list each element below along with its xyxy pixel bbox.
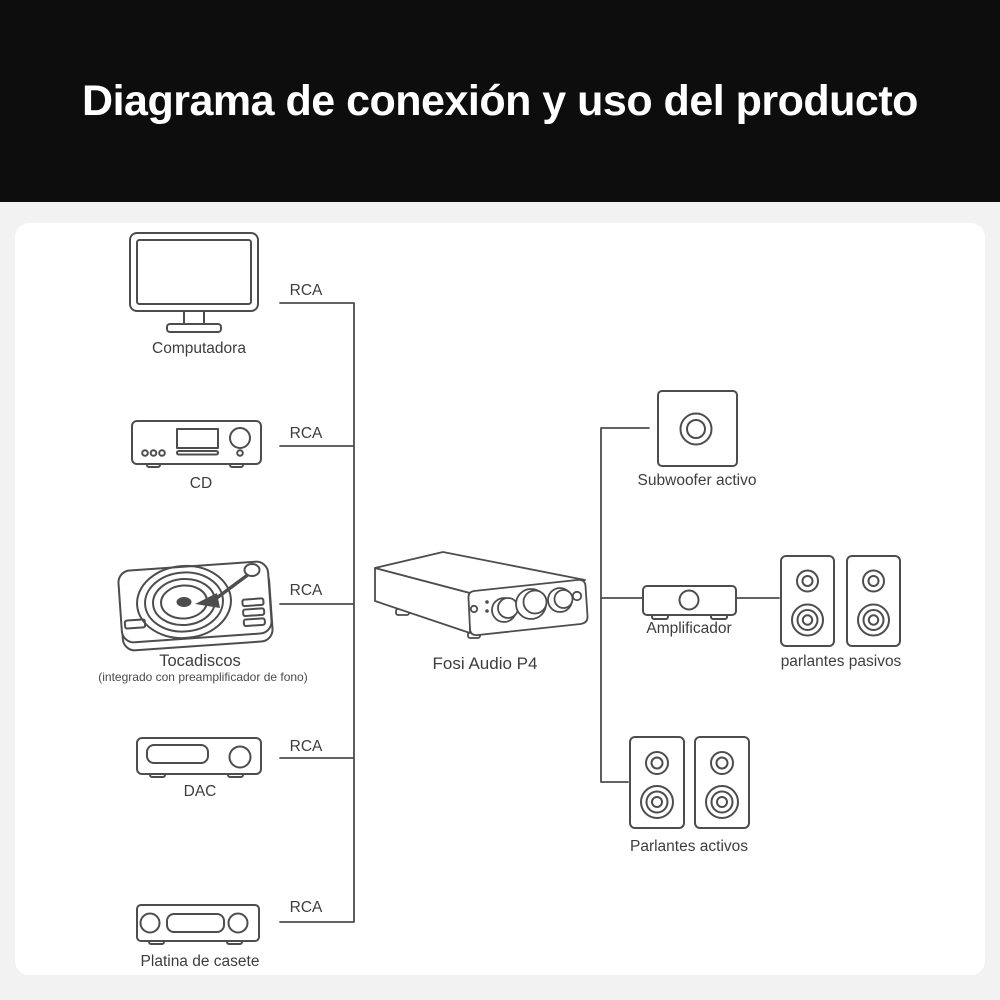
dac-icon [136, 737, 262, 778]
turntable-sublabel: (integrado con preamplificador de fono) [98, 670, 308, 684]
fosi-audio-p4-icon [374, 551, 589, 639]
right-bus-line [600, 427, 780, 783]
cassette-deck-icon [136, 904, 260, 945]
header-banner: Diagrama de conexión y uso del producto [0, 0, 1000, 202]
rca-label-cassette: RCA [289, 899, 323, 916]
rca-label-cd: RCA [289, 425, 323, 442]
center-device-label: Fosi Audio P4 [432, 654, 538, 673]
connector-lines [279, 302, 780, 923]
left-bus-line [279, 302, 355, 923]
rca-label-turntable: RCA [289, 582, 323, 599]
computer-label: Computadora [152, 340, 246, 357]
cassette-label: Platina de casete [140, 953, 260, 970]
page-title: Diagrama de conexión y uso del producto [82, 76, 918, 125]
passive-speakers-label: parlantes pasivos [780, 653, 902, 670]
turntable-label: Tocadiscos [159, 652, 241, 670]
rca-label-computer: RCA [289, 282, 323, 299]
turntable-icon [117, 560, 274, 652]
subwoofer-icon [657, 390, 738, 467]
cd-label: CD [189, 475, 213, 492]
subwoofer-label: Subwoofer activo [637, 472, 757, 489]
rca-label-dac: RCA [289, 738, 323, 755]
active-speakers-icon [629, 736, 750, 829]
amplifier-label: Amplificador [646, 620, 732, 637]
cd-player-icon [131, 420, 262, 468]
active-speakers-label: Parlantes activos [629, 838, 749, 855]
dac-label: DAC [183, 783, 217, 800]
amplifier-icon [642, 585, 737, 620]
passive-speakers-icon [780, 555, 901, 647]
computer-icon [129, 232, 259, 333]
